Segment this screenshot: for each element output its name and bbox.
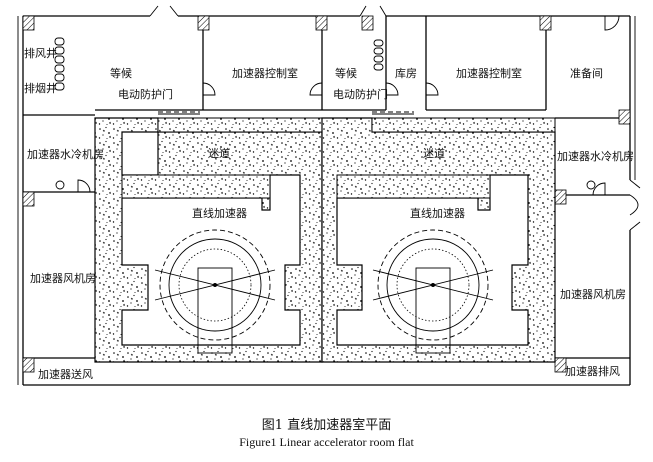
side-door-right <box>629 179 641 231</box>
label-maze-left: 迷道 <box>208 146 230 160</box>
room-partitions <box>23 16 630 359</box>
entry-door-right <box>359 5 387 17</box>
label-exhaust-air: 加速器排风 <box>565 364 620 378</box>
floor-plan: 排风井 排烟井 等候 加速器控制室 等候 库房 加速器控制室 准备间 电动防护门… <box>17 5 641 386</box>
label-maze-right: 迷道 <box>423 146 445 160</box>
label-chiller-right: 加速器水冷机房 <box>557 149 634 163</box>
motorized-door-left <box>158 111 200 115</box>
label-chiller-left: 加速器水冷机房 <box>27 147 104 161</box>
label-linac-left: 直线加速器 <box>192 206 247 220</box>
air-shaft-icon <box>373 39 384 71</box>
swing-door <box>77 15 620 196</box>
drain-fixture-icon <box>586 180 596 190</box>
label-supply-air: 加速器送风 <box>38 367 93 381</box>
shield-wall-right <box>321 117 556 363</box>
linac-gantry-left <box>154 229 276 354</box>
label-exhaust-shaft: 排风井 <box>24 46 57 60</box>
label-door-right: 电动防护门 <box>333 87 388 101</box>
figure-caption-zh: 图1 直线加速器室平面 <box>261 418 392 433</box>
label-control-room-left: 加速器控制室 <box>232 66 298 80</box>
air-shaft-icon <box>54 37 65 91</box>
label-door-left: 电动防护门 <box>118 87 173 101</box>
figure-caption-en: Figure1 Linear accelerator room flat <box>239 435 414 449</box>
label-storage: 库房 <box>395 67 417 80</box>
label-fan-room-left: 加速器风机房 <box>30 271 96 285</box>
label-waiting-left: 等候 <box>110 66 132 80</box>
motorized-door-right <box>372 111 414 115</box>
label-smoke-shaft: 排烟井 <box>24 81 57 95</box>
label-prep-room: 准备间 <box>570 66 603 80</box>
drain-fixture-icon <box>55 180 65 190</box>
label-waiting-right: 等候 <box>335 66 357 80</box>
label-linac-right: 直线加速器 <box>410 206 465 220</box>
entry-door-left <box>149 5 179 17</box>
label-control-room-right: 加速器控制室 <box>456 66 522 80</box>
shield-wall-left <box>94 117 329 363</box>
linac-gantry-right <box>372 229 494 354</box>
label-fan-room-right: 加速器风机房 <box>560 287 626 301</box>
